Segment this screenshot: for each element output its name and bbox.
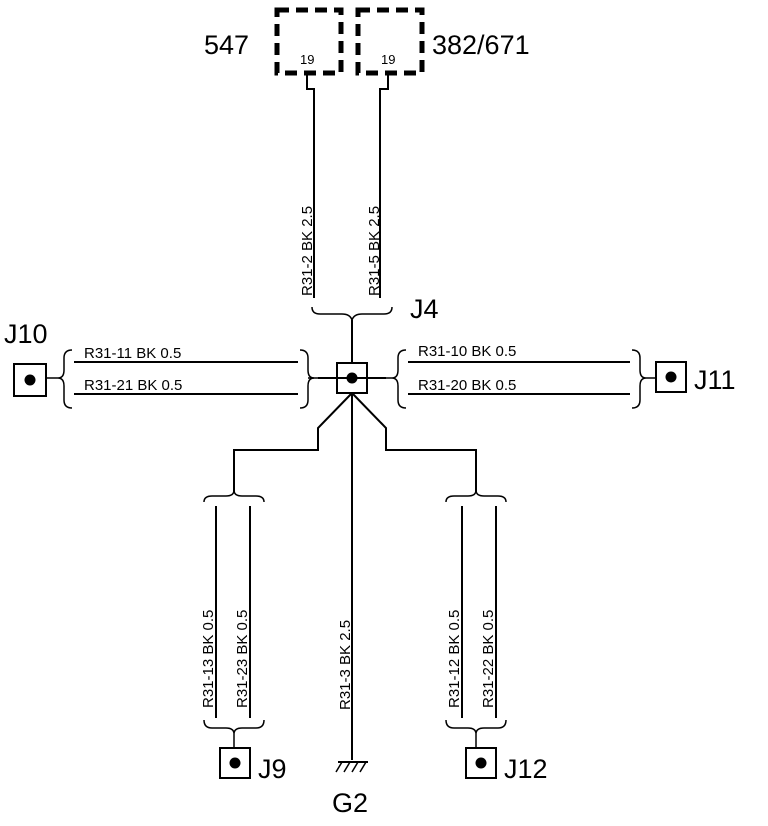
wire-label-j9-a: R31-13 BK 0.5 bbox=[200, 610, 217, 708]
junction-j4[interactable] bbox=[318, 320, 386, 394]
wire-label-j12-b: R31-22 BK 0.5 bbox=[480, 610, 497, 708]
wire-label-j9-b: R31-23 BK 0.5 bbox=[234, 610, 251, 708]
component-547-outline bbox=[274, 7, 344, 76]
wire-label-382-671: R31-5 BK 2.5 bbox=[366, 206, 383, 296]
j4-dot bbox=[346, 372, 358, 384]
ground-g2[interactable]: G2 bbox=[332, 761, 368, 818]
j12-dot bbox=[475, 757, 487, 769]
component-547-pin: 19 bbox=[300, 52, 314, 67]
bracket-j9-top bbox=[203, 489, 265, 503]
component-547-label: 547 bbox=[204, 30, 249, 60]
wire-label-right-bottom: R31-20 BK 0.5 bbox=[418, 377, 516, 394]
j10-dot bbox=[24, 374, 36, 386]
connector-j9-label: J9 bbox=[258, 754, 287, 784]
wire-547 bbox=[306, 73, 315, 298]
bracket-j12-top bbox=[445, 489, 507, 503]
ground-g2-label: G2 bbox=[332, 788, 368, 818]
j11-dot bbox=[665, 371, 677, 383]
wire-label-right-top: R31-10 BK 0.5 bbox=[418, 343, 516, 360]
bracket-j9-bottom bbox=[203, 719, 265, 735]
j9-dot bbox=[229, 757, 241, 769]
ground-hatch-3 bbox=[351, 761, 359, 773]
ground-hatch-4 bbox=[359, 761, 367, 773]
wire-label-g2: R31-3 BK 2.5 bbox=[337, 620, 354, 710]
connector-j11-label: J11 bbox=[694, 365, 736, 395]
wire-label-j12-a: R31-12 BK 0.5 bbox=[446, 610, 463, 708]
wire-label-left-top: R31-11 BK 0.5 bbox=[84, 345, 181, 362]
bracket-j4-right bbox=[391, 349, 407, 409]
ground-hatch-2 bbox=[343, 761, 351, 773]
branch-j9 bbox=[233, 392, 353, 492]
connector-j9[interactable]: J9 bbox=[219, 747, 287, 784]
component-382-671-pin: 19 bbox=[381, 52, 395, 67]
bracket-j12-bottom bbox=[445, 719, 507, 735]
component-547[interactable]: 547 19 bbox=[204, 7, 344, 76]
component-382-671-outline bbox=[355, 7, 425, 76]
j9-box bbox=[219, 747, 251, 779]
connector-j12[interactable]: J12 bbox=[465, 747, 548, 784]
branch-j12 bbox=[351, 392, 477, 492]
wire-382-671 bbox=[379, 73, 389, 298]
bracket-j10 bbox=[57, 349, 73, 409]
ground-hatch-1 bbox=[335, 761, 343, 773]
connector-j11[interactable]: J11 bbox=[655, 361, 736, 395]
bracket-j11 bbox=[631, 349, 647, 409]
component-382-671-label: 382/671 bbox=[432, 30, 530, 60]
connector-j10[interactable]: J10 bbox=[4, 319, 48, 397]
connector-j10-label: J10 bbox=[4, 319, 48, 349]
component-382-671[interactable]: 382/671 19 bbox=[355, 7, 530, 76]
junction-j4-label: J4 bbox=[410, 294, 439, 324]
bracket-top bbox=[311, 306, 393, 323]
bracket-j4-left bbox=[299, 349, 315, 409]
connector-j12-label: J12 bbox=[504, 754, 548, 784]
wire-label-left-bottom: R31-21 BK 0.5 bbox=[84, 377, 182, 394]
wire-label-547: R31-2 BK 2.5 bbox=[299, 206, 316, 296]
